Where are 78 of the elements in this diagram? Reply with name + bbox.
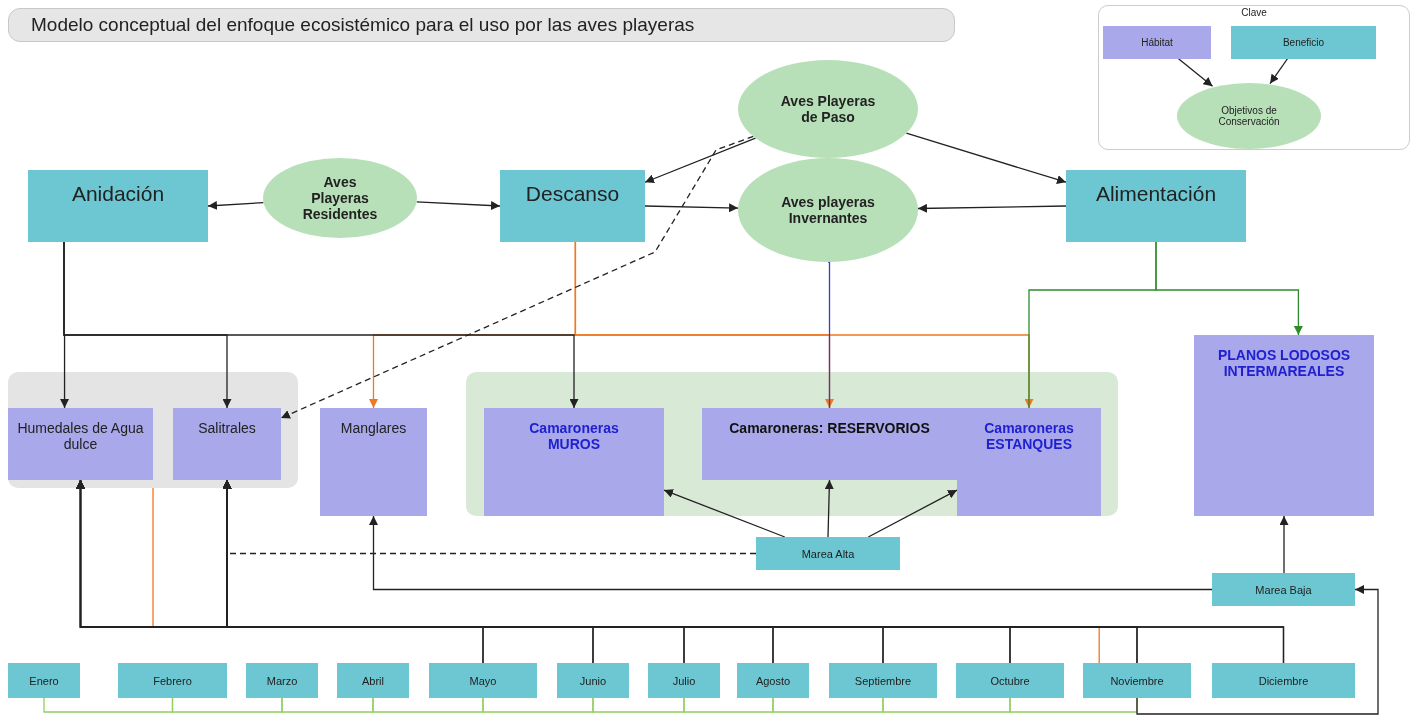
node-label: Manglares	[340, 420, 407, 436]
arrow	[1136, 585, 1379, 715]
node-label: Hábitat	[1141, 37, 1173, 48]
benefit-box	[28, 170, 208, 242]
habitat-box	[702, 408, 957, 480]
node-label: Aves Playeras Residentes	[302, 174, 378, 222]
node-label: Humedales de Agua dulce	[16, 420, 145, 452]
arrow	[369, 515, 1213, 591]
arrow	[917, 203, 1067, 213]
benefit-box	[1066, 170, 1246, 242]
month-box	[737, 663, 809, 698]
month-box	[956, 663, 1064, 698]
node-label: Febrero	[153, 674, 192, 687]
arrow	[1269, 57, 1289, 85]
arrow	[867, 489, 958, 538]
arrow	[905, 132, 1067, 184]
arrow	[644, 137, 757, 184]
node-label: Anidación	[71, 182, 165, 206]
month-box	[429, 663, 537, 698]
node-label: PLANOS LODOSOS INTERMAREALES	[1216, 347, 1352, 379]
arrow	[207, 200, 265, 210]
dashed-connector	[280, 135, 754, 419]
title-banner: Modelo conceptual del enfoque ecosistémico para el uso por las aves playeras	[8, 8, 955, 42]
tide-box	[1212, 573, 1355, 606]
group-panel	[466, 372, 1118, 516]
node-label: Noviembre	[1110, 674, 1164, 687]
node-label: Diciembre	[1258, 674, 1309, 687]
habitat-box	[1103, 26, 1211, 59]
node-label: Beneficio	[1282, 37, 1325, 48]
arrow	[644, 203, 739, 213]
key-panel	[1098, 5, 1410, 150]
month-box	[557, 663, 629, 698]
habitat-box	[957, 408, 1101, 516]
month-box	[829, 663, 937, 698]
node-label: Marea Baja	[1255, 583, 1312, 596]
node-label: Camaroneras ESTANQUES	[983, 420, 1075, 452]
benefit-box	[500, 170, 645, 242]
node-label: Octubre	[990, 674, 1030, 687]
group-panel	[8, 372, 298, 488]
node-label: Marea Alta	[801, 547, 855, 560]
month-box	[1083, 663, 1191, 698]
node-label: Salitrales	[198, 420, 256, 436]
node-label: Agosto	[755, 674, 791, 687]
month-box	[648, 663, 720, 698]
node-label: Camaroneras MUROS	[528, 420, 620, 452]
benefit-box	[1231, 26, 1376, 59]
node-label: Camaroneras: RESERVORIOS	[729, 420, 930, 436]
arrow	[1155, 241, 1303, 336]
node-label: Julio	[672, 674, 696, 687]
node-label: Objetivos de Conservación	[1217, 105, 1281, 127]
habitat-box	[320, 408, 427, 516]
habitat-box	[173, 408, 281, 480]
node-label: Mayo	[469, 674, 497, 687]
node-label: Aves playeras Invernantes	[780, 194, 876, 226]
node-label: Septiembre	[854, 674, 912, 687]
arrow	[63, 241, 579, 409]
habitat-box	[8, 408, 153, 480]
habitat-box	[484, 408, 664, 516]
arrow	[663, 489, 786, 538]
node-label: Abril	[362, 674, 384, 687]
tide-box	[756, 537, 900, 570]
habitat-box	[1194, 335, 1374, 516]
arrow	[1279, 515, 1289, 574]
node-label: Clave	[1241, 7, 1267, 18]
node-label: Marzo	[266, 674, 298, 687]
arrow	[1176, 57, 1214, 87]
node-label: Enero	[29, 674, 59, 687]
month-box	[1212, 663, 1355, 698]
month-box	[118, 663, 227, 698]
arrow	[416, 201, 501, 211]
month-box	[8, 663, 80, 698]
node-label: Descanso	[525, 182, 620, 206]
month-box	[337, 663, 409, 698]
node-label: Aves Playeras de Paso	[779, 93, 877, 125]
month-box	[246, 663, 318, 698]
node-label: Alimentación	[1095, 182, 1217, 206]
arrow	[824, 479, 834, 538]
node-label: Junio	[579, 674, 607, 687]
